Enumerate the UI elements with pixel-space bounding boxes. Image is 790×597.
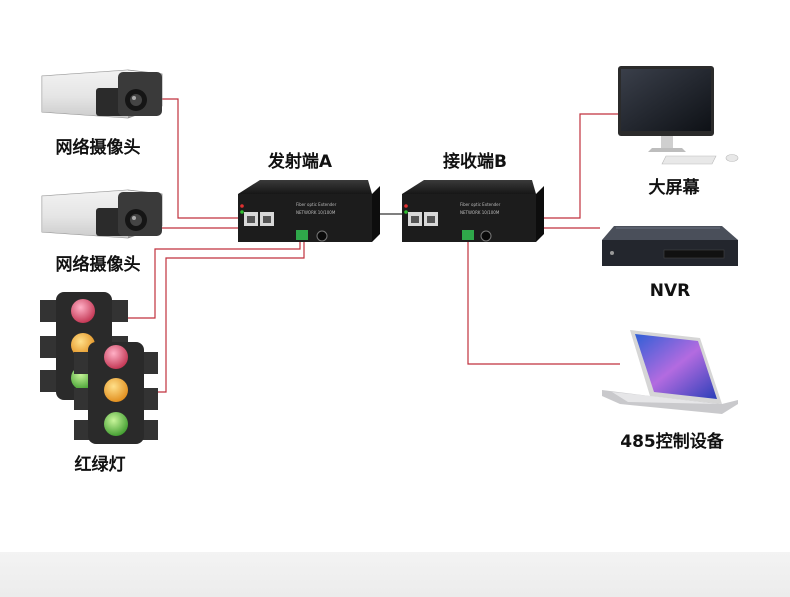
monitor	[618, 66, 739, 165]
label-transmitter: 发射端A	[267, 151, 333, 172]
label-camera-bottom: 网络摄像头	[56, 254, 141, 275]
camera-top	[41, 69, 163, 119]
link-traffic-light-1-to-transmitter	[125, 238, 301, 319]
label-nvr: NVR	[650, 281, 690, 301]
label-camera-top: 网络摄像头	[56, 137, 141, 158]
bottom-band	[0, 552, 790, 597]
label-monitor: 大屏幕	[649, 177, 701, 198]
receiver-box: Fiber optic Extender NETWORK 10/100M	[402, 180, 544, 242]
link-receiver-to-laptop	[467, 240, 620, 365]
transmitter-box: Fiber optic Extender NETWORK 10/100M	[238, 180, 380, 242]
traffic-light-front	[74, 342, 158, 444]
receiver-panel-text-2: NETWORK 10/100M	[460, 210, 500, 215]
transmitter-panel-text-2: NETWORK 10/100M	[296, 210, 336, 215]
link-traffic-light-2-to-transmitter	[152, 238, 305, 393]
receiver-panel-text-1: Fiber optic Extender	[460, 202, 501, 207]
nvr-device	[602, 226, 738, 266]
camera-bottom	[41, 189, 163, 239]
laptop	[602, 330, 738, 414]
label-laptop: 485控制设备	[620, 431, 724, 452]
connection-lines	[125, 98, 620, 393]
transmitter-panel-text-1: Fiber optic Extender	[296, 202, 337, 207]
label-traffic-light: 红绿灯	[75, 454, 126, 475]
label-receiver: 接收端B	[443, 151, 507, 172]
link-camera-top-to-transmitter	[148, 98, 240, 219]
